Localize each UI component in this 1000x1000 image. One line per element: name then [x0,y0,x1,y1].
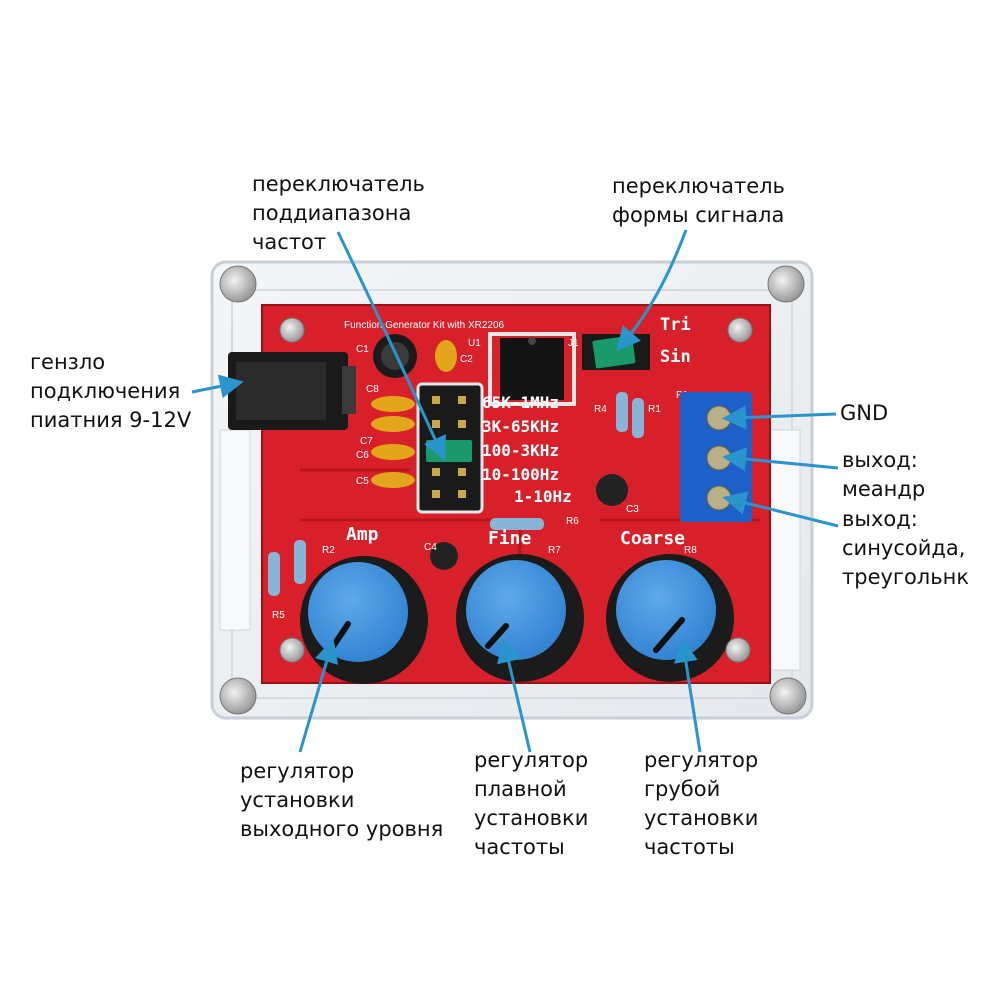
arrow-power [191,374,244,399]
range-jumper-header[interactable] [416,382,484,514]
terminal-screw-sine[interactable] [706,485,732,511]
range-label-1: 65K-1MHz [482,393,559,412]
electrolytic-capacitor-c4 [430,542,458,570]
resistors [268,392,644,596]
label-amp-knob: регулятор установки выходного уровня [240,759,444,841]
knob-label-coarse: Coarse [620,528,685,549]
range-label-4: 10-100Hz [482,465,559,484]
designator-c6: C6 [356,450,369,461]
terminal-screw-gnd[interactable] [706,405,732,431]
wave-jumper-cap[interactable] [592,335,636,369]
terminal-screw-square[interactable] [706,445,732,471]
designator-c1: C1 [356,344,369,355]
designator-c8: C8 [366,384,379,395]
arrow-fine [497,638,532,753]
electrolytic-capacitor-c1 [373,334,417,378]
designator-r6: R6 [566,516,579,527]
board-title: Function Generator Kit with XR2206 [344,320,505,331]
arrow-range-switch [336,231,446,461]
label-wave-switch: переключатель формы сигнала [612,174,785,227]
label-power: гензло подключения пиатния 9-12V [30,350,192,432]
annotation-arrows [191,229,839,753]
label-square-out: выход: меандр [842,448,926,501]
designator-r5: R5 [272,610,285,621]
wave-label-sin: Sin [660,347,691,367]
range-label-3: 100-3KHz [482,441,559,460]
arrow-gnd [722,405,837,430]
designator-c3: C3 [626,504,639,515]
arrow-square [722,447,839,472]
amp-knob[interactable] [300,556,428,684]
designator-c4: C4 [424,542,437,553]
range-label-2: 3K-65KHz [482,417,559,436]
chip-designator: U1 [468,338,481,349]
knob-silk-labels: Amp Fine Coarse [346,524,685,549]
range-label-5: 1-10Hz [514,487,572,506]
label-coarse-knob: регулятор грубой установки частоты [644,748,759,859]
frequency-range-labels: 65K-1MHz 3K-65KHz 100-3KHz 10-100Hz 1-10… [482,393,572,506]
arrow-wave-switch [616,229,688,352]
arrow-amp [298,638,339,753]
range-jumper-cap[interactable] [426,440,472,462]
label-range-switch: переключатель поддиапазона частот [252,172,425,254]
knob-label-amp: Amp [346,524,379,545]
xr2206-chip [488,332,576,406]
wave-jumper-header[interactable]: Tri Sin [582,315,691,370]
designator-r2: R2 [322,545,335,556]
designator-c5: C5 [356,476,369,487]
knob-label-fine: Fine [488,528,532,549]
wave-label-tri: Tri [660,315,691,335]
designator-c2: C2 [460,354,473,365]
fine-knob[interactable] [456,554,584,682]
arrow-coarse [674,638,702,753]
label-gnd: GND [840,401,889,425]
designator-r1: R1 [648,404,661,415]
electrolytic-capacitor-c3 [596,474,628,506]
designator-r7: R7 [548,545,561,556]
power-jack [228,352,356,430]
arrow-sine [722,491,839,528]
label-fine-knob: регулятор плавной установки частоты [474,748,589,859]
coarse-knob[interactable] [606,554,734,682]
ceramic-capacitors [371,340,457,488]
designator-r8: R8 [684,545,697,556]
case-screws [219,265,807,715]
designator-c7: C7 [360,436,373,447]
label-sine-out: выход: синусойда, треугольнк [842,507,970,589]
designator-r4: R4 [594,404,607,415]
